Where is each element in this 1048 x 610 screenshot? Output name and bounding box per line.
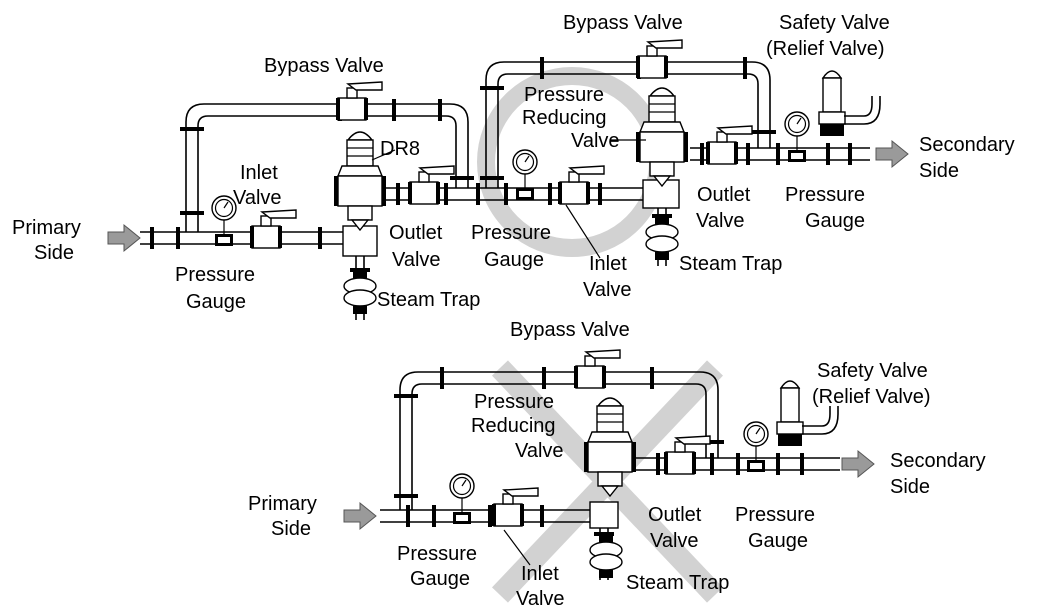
top-piping <box>107 39 909 320</box>
bottom-primary-side-label: Primary Side <box>248 493 322 540</box>
top-pressure-gauge-label: Pressure Gauge <box>175 264 261 313</box>
bottom-piping <box>343 349 875 580</box>
top-pressure-gauge-2-label: Pressure Gauge <box>471 222 557 271</box>
top-pressure-gauge-3-label: Pressure Gauge <box>785 184 871 232</box>
top-steam-trap-label: Steam Trap <box>377 289 480 311</box>
bottom-pressure-reducing-valve-label: Pressure Reducing Valve <box>471 391 564 462</box>
top-outlet-valve-label: Outlet Valve <box>389 222 448 271</box>
bottom-bypass-valve-label: Bypass Valve <box>510 319 630 341</box>
top-bypass-valve-label: Bypass Valve <box>264 55 384 77</box>
bottom-inlet-valve-label: Inlet Valve <box>516 563 565 610</box>
top-dr8-label: DR8 <box>380 138 420 160</box>
bottom-steam-trap-label: Steam Trap <box>626 572 729 594</box>
bottom-pressure-gauge-right-label: Pressure Gauge <box>735 504 821 552</box>
top-bypass-valve-2-label: Bypass Valve <box>563 12 683 34</box>
top-pressure-reducing-valve-label: Pressure Reducing Valve <box>522 84 620 152</box>
top-inlet-valve-2-label: Inlet Valve <box>583 253 632 301</box>
bottom-outlet-valve-label: Outlet Valve <box>648 504 707 552</box>
bottom-safety-valve-label: Safety Valve (Relief Valve) <box>812 360 933 408</box>
top-steam-trap-2-label: Steam Trap <box>679 253 782 275</box>
top-safety-valve-label: Safety Valve (Relief Valve) <box>766 12 895 60</box>
top-primary-side-label: Primary Side <box>12 217 86 264</box>
top-outlet-valve-2-label: Outlet Valve <box>696 184 756 232</box>
top-inlet-valve-label: Inlet Valve <box>233 162 283 209</box>
bottom-secondary-side-label: Secondary Side <box>890 450 991 498</box>
bottom-pressure-gauge-left-label: Pressure Gauge <box>397 543 483 590</box>
top-secondary-side-label: Secondary Side <box>919 134 1020 182</box>
